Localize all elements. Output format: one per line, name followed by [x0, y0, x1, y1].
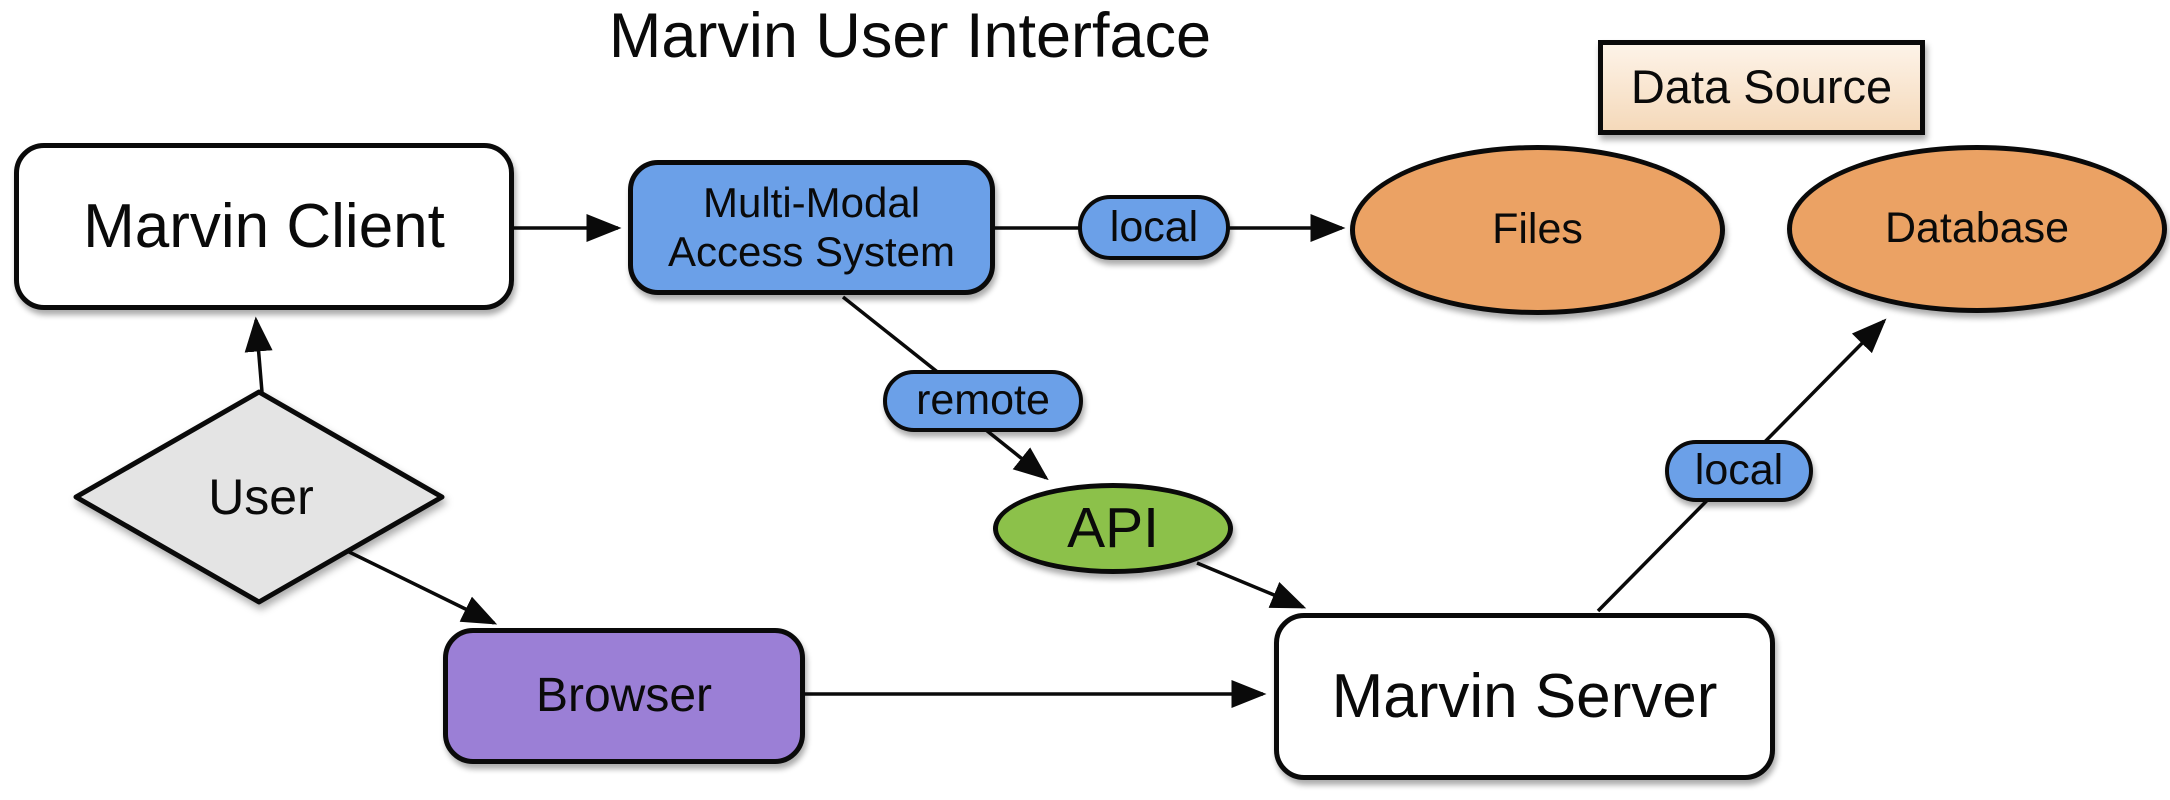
edge-label-remote: remote [883, 370, 1083, 432]
data-source-label: Data Source [1630, 60, 1893, 114]
local-database-label: local [1694, 446, 1784, 495]
node-files: Files [1350, 145, 1725, 315]
diagram-title: Marvin User Interface [608, 1, 1212, 71]
files-label: Files [1492, 205, 1583, 254]
node-database: Database [1787, 145, 2167, 313]
node-multi-modal-access-system: Multi-Modal Access System [628, 160, 995, 295]
arrow-remote-pill-to-api [984, 428, 1049, 481]
node-marvin-server: Marvin Server [1274, 613, 1775, 780]
node-user: User [56, 372, 466, 622]
remote-label: remote [916, 376, 1050, 425]
legend-data-source: Data Source [1598, 40, 1925, 135]
browser-label: Browser [535, 669, 713, 723]
user-diamond-shape [73, 389, 445, 605]
arrow-user-to-browser [340, 546, 498, 625]
node-marvin-client: Marvin Client [14, 143, 514, 310]
node-browser: Browser [443, 628, 805, 764]
edge-mmas-to-remote-pill [841, 295, 947, 380]
marvin-client-label: Marvin Client [83, 191, 445, 261]
user-label: User [208, 469, 314, 525]
arrow-user-to-marvin-client [244, 316, 273, 393]
multi-modal-access-system-label: Multi-Modal Access System [667, 179, 956, 275]
edge-label-local-database: local [1665, 440, 1813, 502]
arrow-api-to-marvin-server [1196, 561, 1307, 609]
marvin-server-label: Marvin Server [1331, 661, 1718, 731]
local-files-label: local [1109, 202, 1199, 251]
edge-label-local-files: local [1078, 195, 1230, 260]
api-label: API [1067, 495, 1159, 560]
node-api: API [993, 483, 1233, 574]
database-label: Database [1884, 204, 2070, 253]
